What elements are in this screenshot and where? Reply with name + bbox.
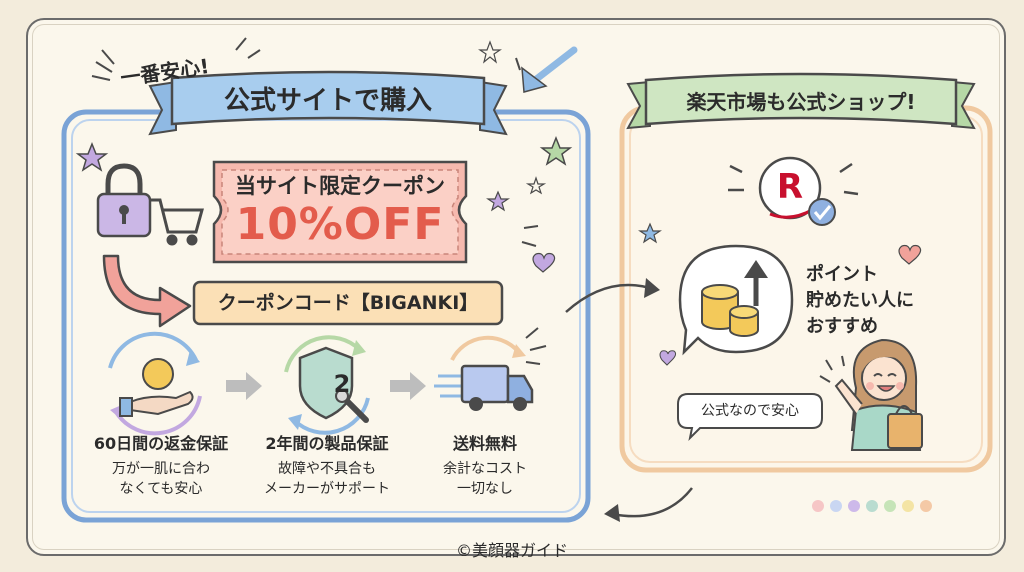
color-dots [812, 500, 932, 512]
connector-arrow-bottom [611, 487, 693, 518]
point-line-3: おすすめ [806, 316, 878, 337]
left-frame-inner [71, 119, 581, 513]
feature-2-line1: 故障や不具合も [278, 461, 376, 477]
sparkle-lines [91, 37, 547, 365]
feature-2-title: 2年間の製品保証 [265, 434, 389, 453]
coupon-code: クーポンコード【BIGANKI】 [217, 292, 479, 314]
arrow-icon [102, 254, 192, 328]
logo-sparkle-lines [728, 162, 859, 196]
woman-sparkle-lines [819, 355, 845, 383]
feature-3-line1: 余計なコスト [443, 461, 527, 477]
ribbon-right [626, 72, 976, 130]
coins-icon [701, 260, 768, 337]
coupon-title: 当サイト限定クーポン [235, 174, 445, 198]
feature-1-line2: なくても安心 [119, 481, 203, 497]
check-icon [808, 198, 836, 226]
ribbon-right-title: 楽天市場も公式ショップ! [686, 90, 916, 114]
truck-icon [434, 335, 534, 411]
feature-1-title: 60日間の返金保証 [93, 434, 229, 453]
star-icon [75, 40, 662, 244]
warranty-badge-number: 2 [333, 370, 351, 398]
feature-3-line2: 一切なし [457, 481, 513, 497]
speech-bubble-text: 公式なので安心 [701, 403, 799, 419]
ribbon-left [148, 70, 508, 136]
heart-icon [532, 244, 922, 366]
decorative-arrow [521, 46, 578, 93]
point-line-2: 貯めたい人に [806, 290, 914, 311]
cart-icon [150, 198, 204, 246]
feature-3-title: 送料無料 [452, 434, 517, 453]
point-line-1: ポイント [806, 264, 878, 285]
shield-wrench-icon [284, 335, 370, 435]
ribbon-left-title: 公式サイトで購入 [223, 86, 432, 116]
speech-bubble [677, 393, 823, 442]
footer-credit: ©美顔器ガイド [455, 541, 568, 560]
lock-icon [96, 163, 152, 238]
feature-2-line2: メーカーがサポート [264, 481, 390, 497]
coupon-discount: 10%OFF [235, 199, 445, 250]
coupon-ticket [212, 160, 468, 264]
connector-arrow-top [565, 283, 651, 313]
coupon-code-box [192, 280, 504, 326]
shopping-bag-icon [887, 405, 923, 449]
feature-1-line1: 万が一肌に合わ [112, 461, 210, 477]
feature-arrows [226, 372, 426, 400]
rakuten-logo-letter: R [776, 167, 804, 207]
money-hand-icon [108, 331, 202, 436]
